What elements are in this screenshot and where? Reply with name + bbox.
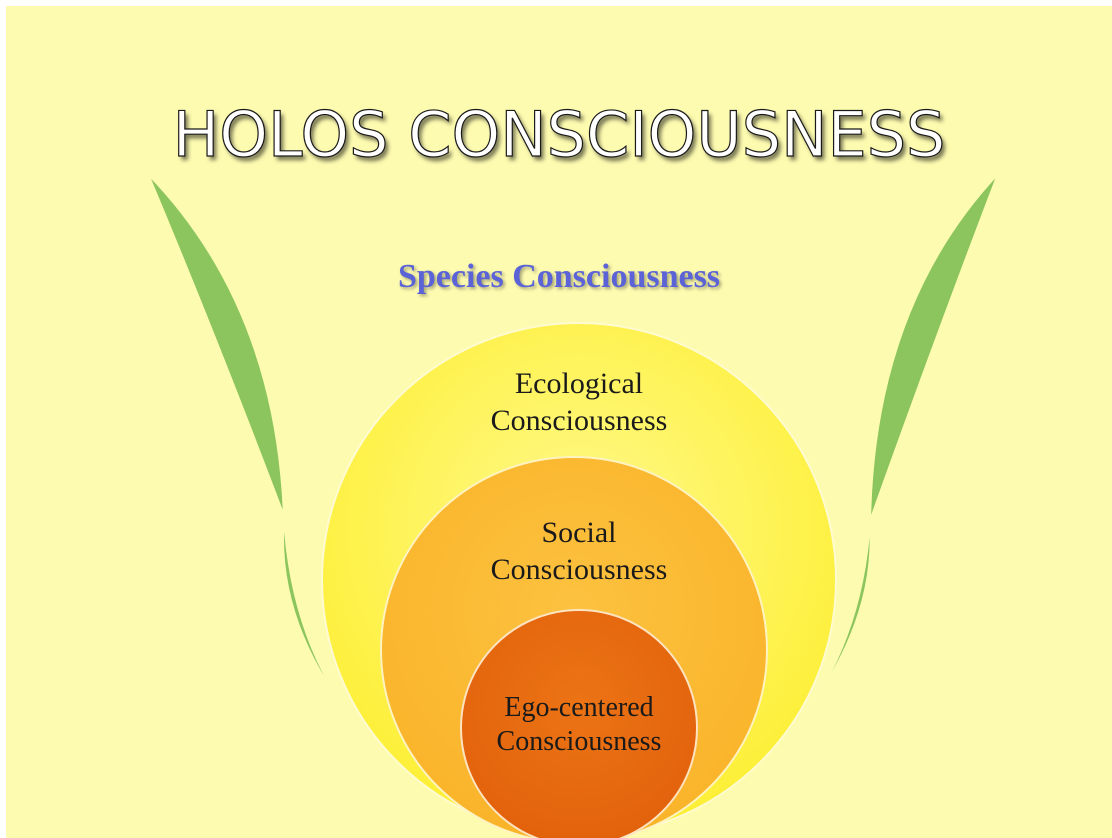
ecological-label-line1: Ecological <box>399 366 759 403</box>
social-label-line1: Social <box>399 515 759 552</box>
left-leaf-upper <box>148 174 284 516</box>
ecological-label: Ecological Consciousness <box>399 366 759 439</box>
slide: HOLOS CONSCIOUSNESS Species Consciousnes… <box>6 6 1112 838</box>
ego-label: Ego-centered Consciousness <box>429 691 729 759</box>
social-label-line2: Consciousness <box>399 552 759 589</box>
right-leaf-upper <box>870 174 998 521</box>
ego-label-line1: Ego-centered <box>429 691 729 725</box>
main-title: HOLOS CONSCIOUSNESS <box>6 98 1112 171</box>
species-consciousness-label: Species Consciousness <box>6 258 1112 296</box>
ecological-label-line2: Consciousness <box>399 403 759 440</box>
social-label: Social Consciousness <box>399 515 759 588</box>
ego-label-line2: Consciousness <box>429 725 729 759</box>
